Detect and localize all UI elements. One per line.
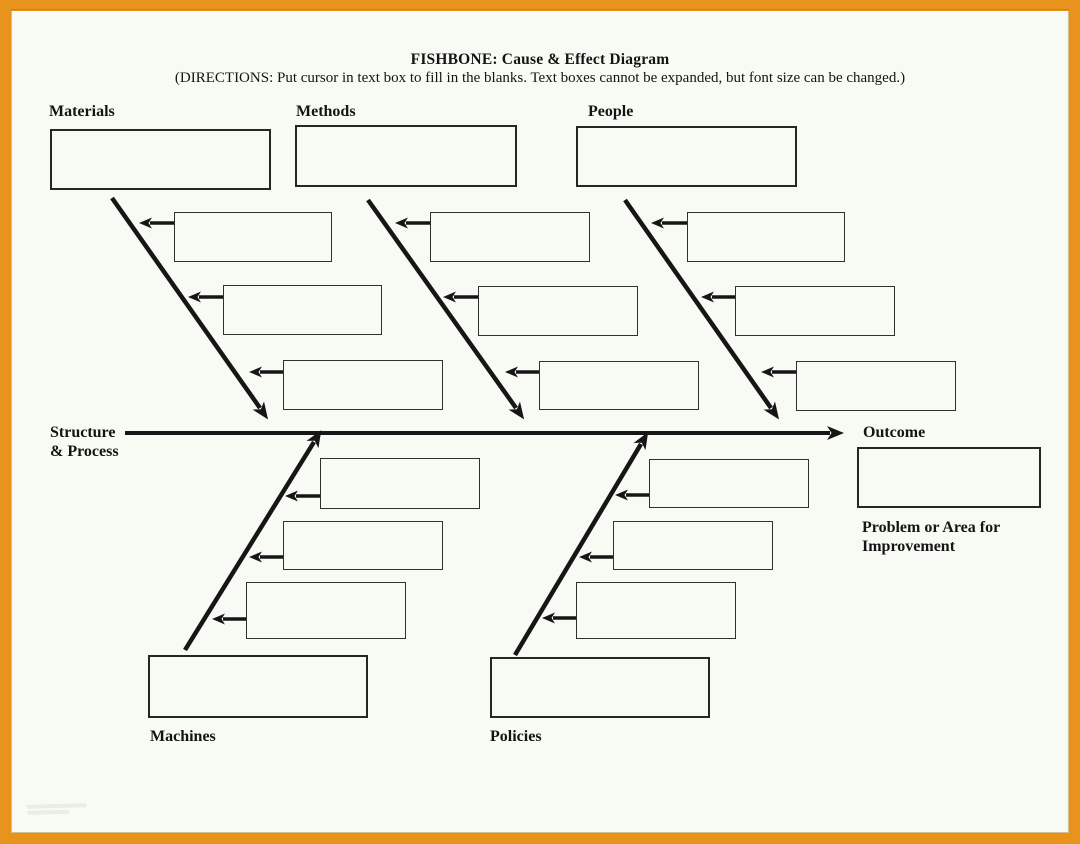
materials-bone-line: [110, 196, 269, 420]
problem-area-caption: Problem or Area for Improvement: [862, 518, 1000, 556]
structure-label-line1: Structure: [50, 424, 116, 441]
structure-label-line2: & Process: [50, 443, 119, 460]
policies-bone-line: [513, 431, 649, 657]
outcome-field[interactable]: [857, 447, 1041, 508]
machines-cause-1-field[interactable]: [320, 458, 480, 509]
people-main-field[interactable]: [576, 126, 797, 187]
methods-main-field[interactable]: [295, 125, 517, 187]
policies-label: Policies: [490, 728, 542, 745]
people-cause-2-field[interactable]: [735, 286, 895, 336]
materials-cause-2-field[interactable]: [223, 285, 382, 335]
machines-cause-3-field[interactable]: [246, 582, 406, 639]
directions-text: (DIRECTIONS: Put cursor in text box to f…: [174, 70, 906, 86]
machines-bone-line: [183, 430, 322, 652]
methods-cause-3-field[interactable]: [539, 361, 699, 410]
problem-caption-line1: Problem or Area for: [862, 519, 1001, 536]
policies-cause-1-field[interactable]: [649, 459, 809, 508]
problem-caption-line2: Improvement: [862, 538, 956, 555]
materials-cause-3-field[interactable]: [283, 360, 443, 410]
methods-label: Methods: [296, 103, 356, 120]
policies-main-field[interactable]: [490, 657, 710, 718]
methods-bone-line: [366, 198, 525, 420]
outcome-label: Outcome: [863, 424, 926, 441]
people-bone-line: [623, 198, 780, 420]
structure-process-label: Structure & Process: [50, 423, 119, 461]
materials-main-field[interactable]: [50, 129, 271, 190]
policies-cause-2-field[interactable]: [613, 521, 773, 570]
page-title: FISHBONE: Cause & Effect Diagram: [410, 51, 670, 68]
policies-cause-3-field[interactable]: [576, 582, 736, 639]
people-label: People: [588, 103, 634, 120]
machines-main-field[interactable]: [148, 655, 368, 718]
machines-cause-2-field[interactable]: [283, 521, 443, 570]
people-cause-1-field[interactable]: [687, 212, 845, 262]
materials-cause-1-field[interactable]: [174, 212, 332, 262]
people-cause-3-field[interactable]: [796, 361, 956, 411]
materials-label: Materials: [49, 103, 115, 120]
methods-cause-1-field[interactable]: [430, 212, 590, 262]
machines-label: Machines: [150, 728, 216, 745]
methods-cause-2-field[interactable]: [478, 286, 638, 336]
